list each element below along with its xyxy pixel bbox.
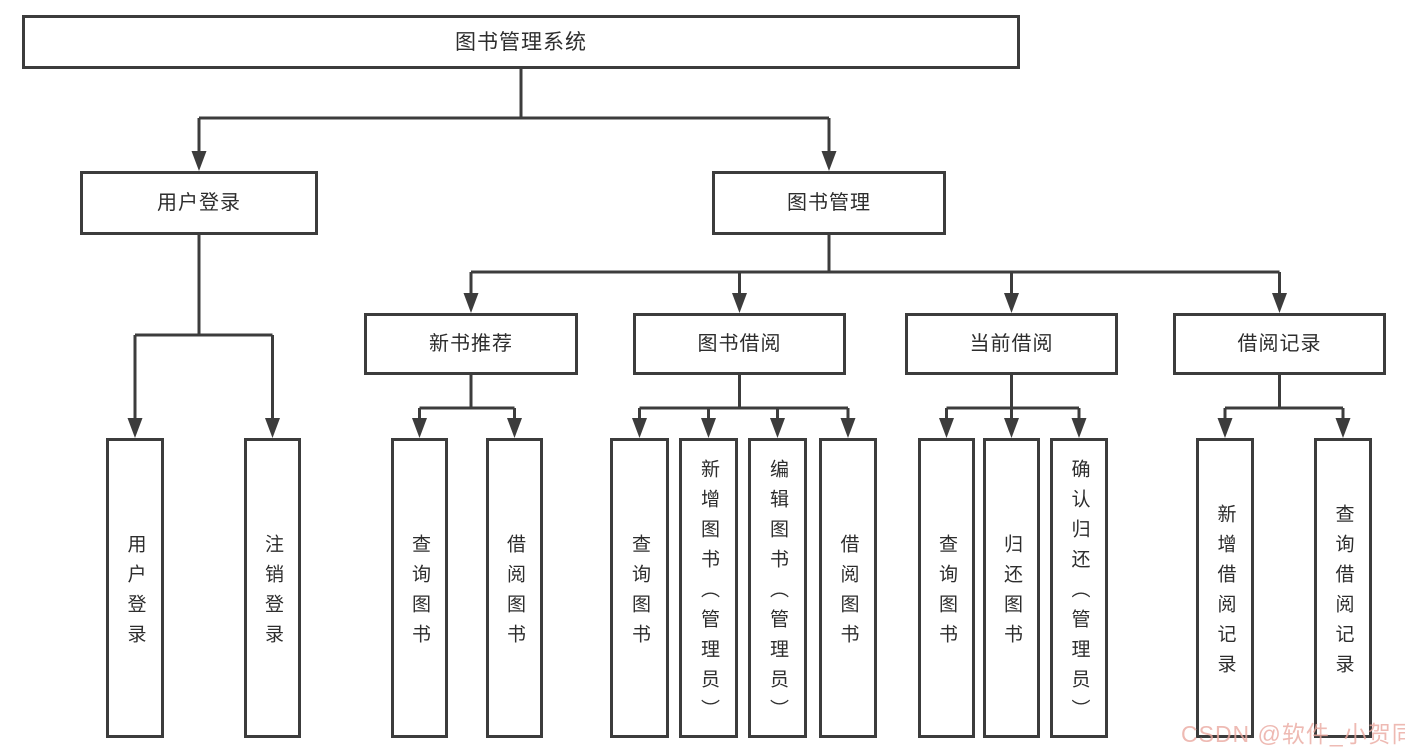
node-search-borrow-record: 查询借阅记录 bbox=[1314, 438, 1372, 738]
node-label: 查询借阅记录 bbox=[1332, 503, 1354, 684]
node-label: 当前借阅 bbox=[969, 333, 1054, 355]
node-label: 查询图书 bbox=[936, 533, 957, 654]
node-borrowing-records: 借阅记录 bbox=[1173, 313, 1386, 375]
node-label: 新增借阅记录 bbox=[1214, 503, 1236, 684]
node-user-login-leaf: 用户登录 bbox=[106, 438, 164, 738]
node-label: 用户登录 bbox=[157, 192, 241, 214]
node-label: 查询图书 bbox=[629, 533, 650, 654]
node-label: 新增图书（管理员） bbox=[698, 458, 719, 729]
node-label: 编辑图书（管理员） bbox=[767, 458, 788, 729]
node-label: 用户登录 bbox=[124, 533, 146, 654]
node-search-books-recommend: 查询图书 bbox=[391, 438, 448, 738]
node-add-borrow-record: 新增借阅记录 bbox=[1196, 438, 1254, 738]
node-book-management: 图书管理 bbox=[712, 171, 946, 235]
node-return-books: 归还图书 bbox=[983, 438, 1040, 738]
node-confirm-return-admin: 确认归还（管理员） bbox=[1050, 438, 1108, 738]
node-current-borrowing: 当前借阅 bbox=[905, 313, 1118, 375]
node-label: 借阅图书 bbox=[504, 533, 525, 654]
node-borrow-books-leaf: 借阅图书 bbox=[819, 438, 877, 738]
node-logout: 注销登录 bbox=[244, 438, 301, 738]
node-edit-books-admin: 编辑图书（管理员） bbox=[748, 438, 807, 738]
node-book-borrowing: 图书借阅 bbox=[633, 313, 846, 375]
node-label: 图书管理系统 bbox=[455, 30, 587, 54]
node-label: 借阅记录 bbox=[1237, 333, 1322, 355]
node-add-books-admin: 新增图书（管理员） bbox=[679, 438, 738, 738]
csdn-watermark: CSDN @软件_小贺同学 bbox=[1181, 721, 1405, 747]
node-label: 归还图书 bbox=[1001, 533, 1022, 654]
node-label: 图书借阅 bbox=[697, 333, 782, 355]
node-search-books-borrow: 查询图书 bbox=[610, 438, 669, 738]
node-label: 图书管理 bbox=[787, 192, 871, 214]
node-search-books-current: 查询图书 bbox=[918, 438, 975, 738]
node-label: 新书推荐 bbox=[429, 333, 513, 355]
node-label: 查询图书 bbox=[409, 533, 430, 654]
node-user-login: 用户登录 bbox=[80, 171, 318, 235]
node-label: 确认归还（管理员） bbox=[1068, 458, 1090, 729]
node-borrow-books-recommend: 借阅图书 bbox=[486, 438, 543, 738]
node-library-management-system: 图书管理系统 bbox=[22, 15, 1020, 69]
node-label: 借阅图书 bbox=[837, 533, 859, 654]
node-new-book-recommendation: 新书推荐 bbox=[364, 313, 578, 375]
node-label: 注销登录 bbox=[262, 533, 283, 654]
